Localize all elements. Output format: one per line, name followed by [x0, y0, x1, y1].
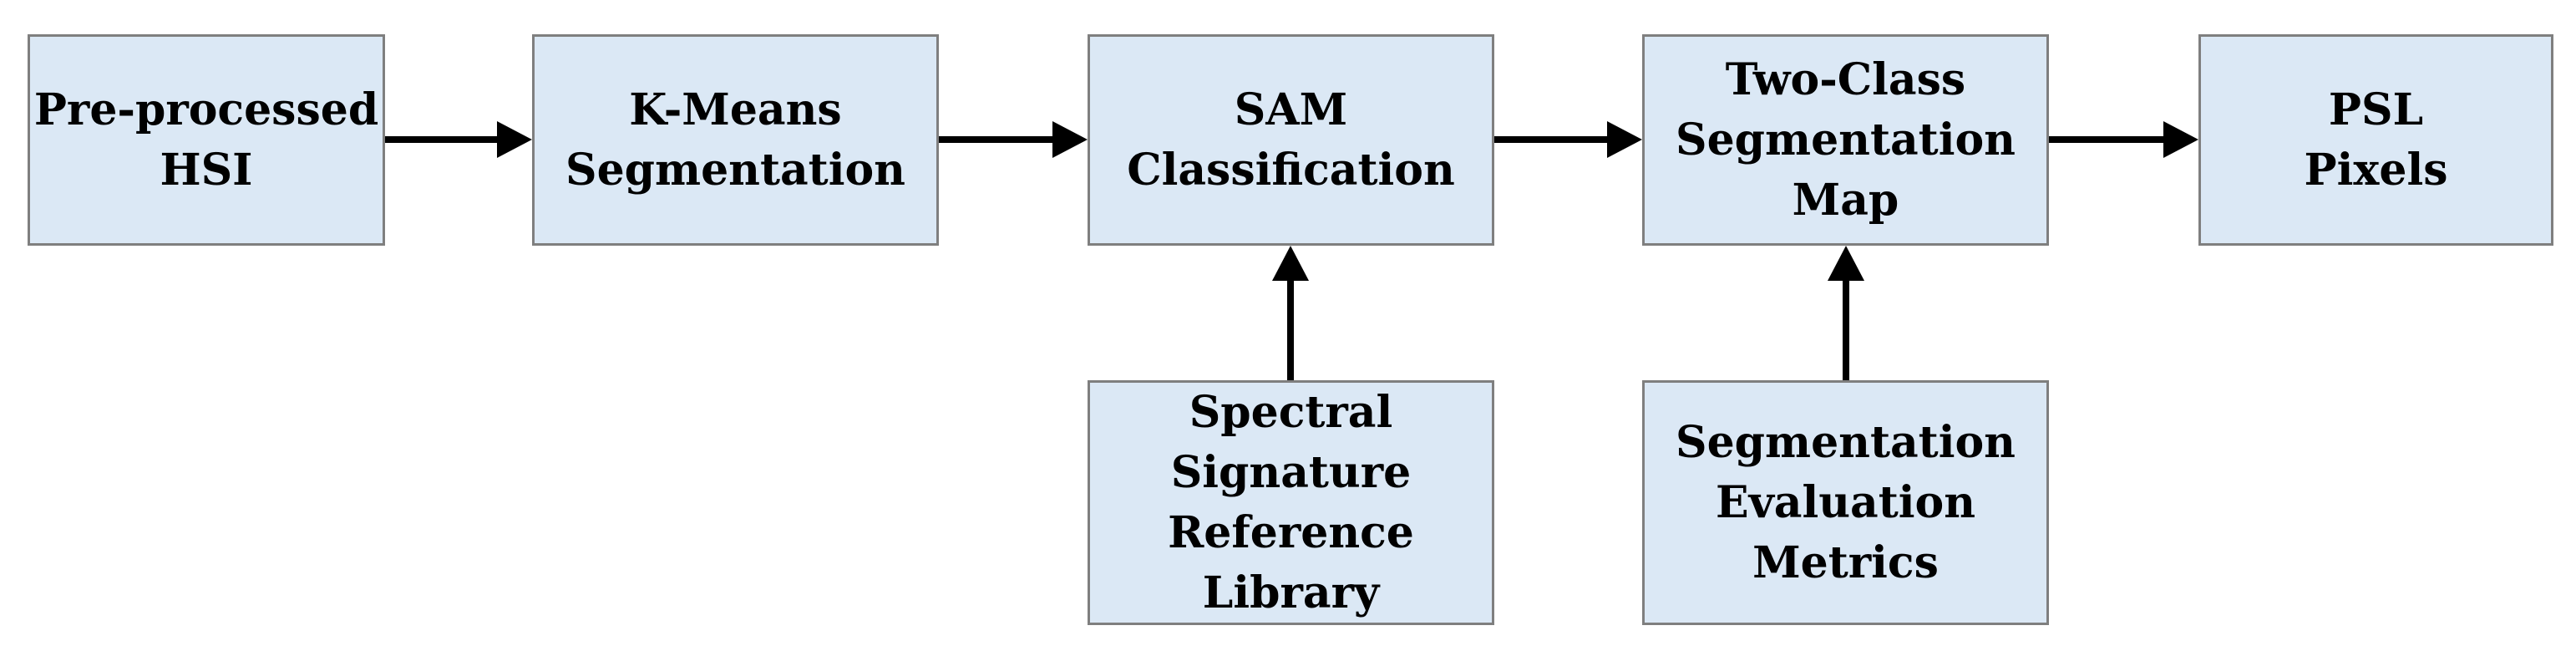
spectral-signature-library-label: Spectral Signature Reference Library [1168, 386, 1414, 618]
kmeans-segmentation-box: K-Means Segmentation [532, 34, 939, 246]
preprocessed-hsi-label: Pre-processed HSI [33, 84, 379, 196]
psl-pixels-box: PSL Pixels [2198, 34, 2553, 246]
sam-classification-box: SAM Classification [1088, 34, 1494, 246]
arrow-kmeans-to-sam [939, 121, 1088, 158]
arrow-preprocessed-to-kmeans [385, 121, 532, 158]
segmentation-evaluation-metrics-label: Segmentation Evaluation Metrics [1676, 416, 2016, 588]
arrow-sam-to-two-class [1494, 121, 1642, 158]
spectral-signature-library-box: Spectral Signature Reference Library [1088, 380, 1494, 625]
segmentation-evaluation-metrics-box: Segmentation Evaluation Metrics [1642, 380, 2049, 625]
arrow-two-class-to-psl [2049, 121, 2198, 158]
arrow-library-to-sam [1272, 246, 1309, 380]
two-class-segmentation-map-box: Two-Class Segmentation Map [1642, 34, 2049, 246]
preprocessed-hsi-box: Pre-processed HSI [28, 34, 385, 246]
arrow-metrics-to-two-class [1828, 246, 1864, 380]
psl-pixels-label: PSL Pixels [2304, 84, 2448, 196]
two-class-segmentation-map-label: Two-Class Segmentation Map [1676, 53, 2016, 226]
sam-classification-label: SAM Classification [1127, 84, 1455, 196]
kmeans-segmentation-label: K-Means Segmentation [565, 84, 905, 196]
